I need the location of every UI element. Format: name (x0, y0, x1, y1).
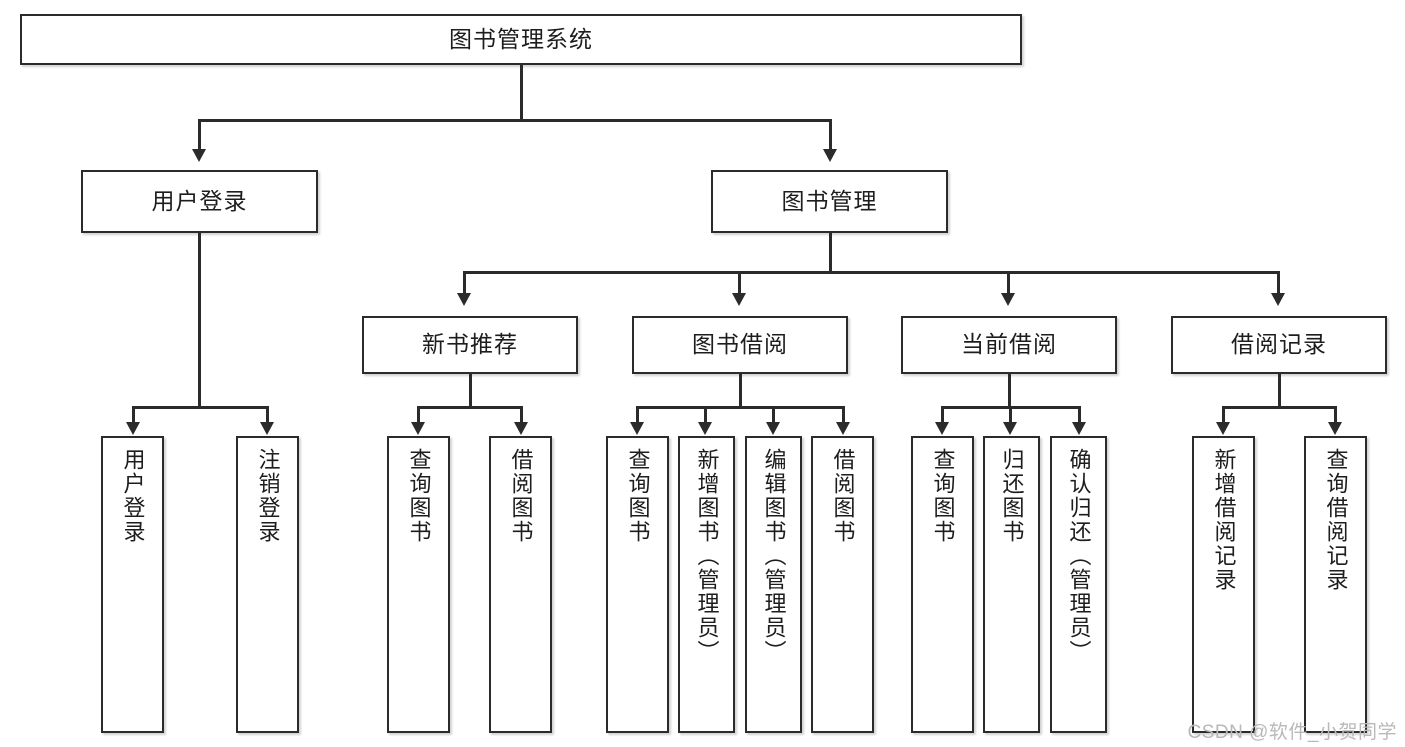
node-label: 图书管理 (781, 187, 878, 214)
leaf-book-borrow-1[interactable]: 新增图书（管理员） (678, 436, 735, 733)
connector-new-book-stem (469, 374, 472, 406)
leaf-current-borrow-2[interactable]: 确认归还（管理员） (1050, 436, 1107, 733)
arrowhead-borrow-record-leaf-1 (1328, 422, 1342, 435)
arrowhead-current-borrow-leaf-0 (935, 422, 949, 435)
node-current-borrow[interactable]: 当前借阅 (901, 316, 1117, 374)
node-label: 借阅记录 (1231, 331, 1327, 358)
arrowhead-to-book-borrow (732, 293, 746, 306)
arrowhead-book-borrow-leaf-1 (698, 422, 712, 435)
connector-user-login-bus (132, 406, 268, 409)
leaf-label: 注销登录 (255, 448, 281, 544)
leaf-user-login-0[interactable]: 用户登录 (101, 436, 164, 733)
arrowhead-to-borrow-record (1271, 293, 1285, 306)
connector-current-borrow-drop-2 (1078, 406, 1081, 424)
arrowhead-new-book-leaf-1 (514, 422, 528, 435)
connector-new-book-drop-1 (520, 406, 523, 424)
leaf-label: 编辑图书（管理员） (761, 448, 787, 664)
connector-current-borrow-stem (1008, 374, 1011, 406)
node-label: 当前借阅 (961, 331, 1057, 358)
leaf-label: 归还图书 (999, 448, 1025, 544)
connector-root-stem (520, 65, 523, 119)
connector-user-login-stem (198, 233, 201, 406)
leaf-book-borrow-2[interactable]: 编辑图书（管理员） (745, 436, 802, 733)
connector-root-drop-book (829, 119, 832, 151)
leaf-book-borrow-0[interactable]: 查询图书 (606, 436, 669, 733)
leaf-new-book-recommend-1[interactable]: 借阅图书 (489, 436, 552, 733)
node-label: 图书管理系统 (449, 25, 593, 52)
connector-level3-drop-1 (738, 271, 741, 295)
node-book-borrow[interactable]: 图书借阅 (632, 316, 848, 374)
leaf-label: 查询借阅记录 (1323, 448, 1349, 592)
leaf-label: 用户登录 (120, 448, 146, 544)
node-new-book-recommend[interactable]: 新书推荐 (362, 316, 578, 374)
arrowhead-user-login-leaf-1 (260, 422, 274, 435)
leaf-label: 查询图书 (625, 448, 651, 544)
leaf-borrow-record-1[interactable]: 查询借阅记录 (1304, 436, 1367, 733)
connector-new-book-bus (417, 406, 522, 409)
leaf-label: 查询图书 (930, 448, 956, 544)
arrowhead-book-borrow-leaf-2 (766, 422, 780, 435)
connector-root-drop-user (198, 119, 201, 151)
arrowhead-current-borrow-leaf-2 (1072, 422, 1086, 435)
node-label: 用户登录 (151, 187, 248, 214)
connector-book-management-stem (829, 233, 832, 273)
connector-root-bus (198, 119, 831, 122)
connector-level3-drop-2 (1007, 271, 1010, 295)
connector-level3-drop-0 (463, 271, 466, 295)
leaf-borrow-record-0[interactable]: 新增借阅记录 (1192, 436, 1255, 733)
leaf-label: 新增借阅记录 (1211, 448, 1237, 592)
connector-new-book-drop-0 (417, 406, 420, 424)
arrowhead-new-book-leaf-0 (411, 422, 425, 435)
connector-book-borrow-stem (739, 374, 742, 406)
connector-borrow-record-drop-1 (1334, 406, 1337, 424)
arrowhead-user-login-leaf-0 (126, 422, 140, 435)
leaf-label: 借阅图书 (830, 448, 856, 544)
leaf-new-book-recommend-0[interactable]: 查询图书 (387, 436, 450, 733)
connector-book-borrow-drop-1 (704, 406, 707, 424)
node-root-book-management-system[interactable]: 图书管理系统 (20, 14, 1022, 65)
leaf-label: 借阅图书 (508, 448, 534, 544)
connector-borrow-record-drop-0 (1222, 406, 1225, 424)
leaf-current-borrow-1[interactable]: 归还图书 (983, 436, 1040, 733)
arrowhead-borrow-record-leaf-0 (1216, 422, 1230, 435)
connector-user-login-drop-1 (266, 406, 269, 424)
leaf-label: 新增图书（管理员） (694, 448, 720, 664)
arrowhead-to-current-borrow (1001, 293, 1015, 306)
node-label: 新书推荐 (422, 331, 518, 358)
arrowhead-to-new-book-recommend (457, 293, 471, 306)
arrowhead-book-borrow-leaf-3 (836, 422, 850, 435)
leaf-user-login-1[interactable]: 注销登录 (236, 436, 299, 733)
connector-book-borrow-drop-3 (842, 406, 845, 424)
csdn-watermark: CSDN @软件_小贺同学 (1187, 722, 1397, 743)
connector-current-borrow-drop-1 (1009, 406, 1012, 424)
connector-level3-bus (463, 271, 1279, 274)
arrowhead-current-borrow-leaf-1 (1003, 422, 1017, 435)
connector-current-borrow-drop-0 (941, 406, 944, 424)
node-book-management[interactable]: 图书管理 (711, 170, 948, 233)
arrowhead-to-book-management (823, 149, 837, 162)
connector-book-borrow-drop-0 (636, 406, 639, 424)
arrowhead-book-borrow-leaf-0 (630, 422, 644, 435)
leaf-label: 查询图书 (406, 448, 432, 544)
connector-level3-drop-3 (1277, 271, 1280, 295)
connector-book-borrow-drop-2 (772, 406, 775, 424)
connector-user-login-drop-0 (132, 406, 135, 424)
connector-book-borrow-bus (636, 406, 844, 409)
arrowhead-to-user-login (192, 149, 206, 162)
node-user-login[interactable]: 用户登录 (81, 170, 318, 233)
leaf-current-borrow-0[interactable]: 查询图书 (911, 436, 974, 733)
node-borrow-record[interactable]: 借阅记录 (1171, 316, 1387, 374)
node-label: 图书借阅 (692, 331, 788, 358)
leaf-label: 确认归还（管理员） (1066, 448, 1092, 664)
connector-borrow-record-bus (1222, 406, 1336, 409)
leaf-book-borrow-3[interactable]: 借阅图书 (811, 436, 874, 733)
connector-borrow-record-stem (1278, 374, 1281, 406)
